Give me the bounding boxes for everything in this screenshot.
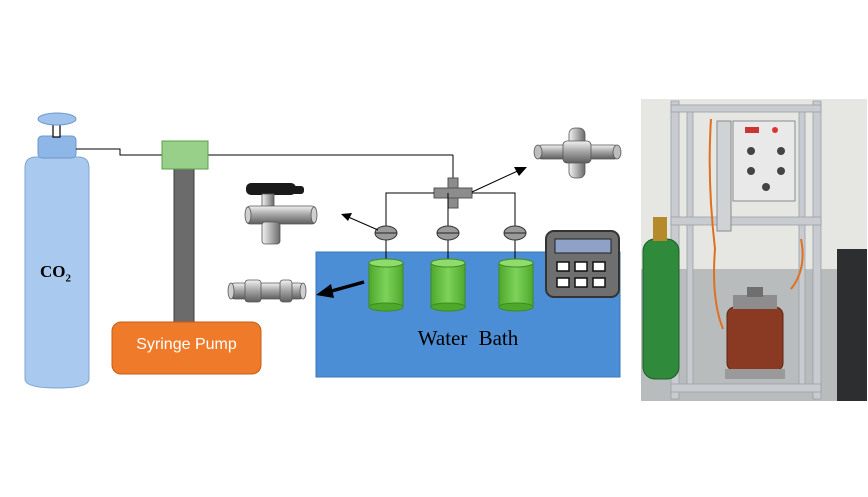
cylinder-body [24, 156, 90, 389]
reaction-vessels [368, 258, 534, 312]
arrow-to-check-valve [327, 280, 365, 294]
vessel-3 [498, 258, 534, 312]
apparatus-vessel [726, 306, 784, 372]
co2-label-main: CO [40, 262, 66, 281]
cylinder-valve-icon [37, 112, 77, 126]
syringe-pump [111, 140, 262, 375]
gas-line [76, 148, 454, 180]
apparatus-photo [641, 99, 867, 401]
arrow-to-cross-fitting [471, 168, 523, 193]
ball-valve-icon [244, 183, 318, 245]
pointer-arrows [316, 167, 527, 298]
co2-cylinder [24, 112, 90, 389]
apparatus-co2-cylinder [642, 238, 680, 380]
check-valve-icon [227, 279, 307, 303]
valve-3 [503, 225, 527, 241]
valve-2 [436, 225, 460, 241]
vessel-1 [368, 258, 404, 312]
syringe-pump-label: Syringe Pump [136, 336, 237, 353]
cross-fitting-icon [533, 127, 622, 179]
pump-column [173, 167, 195, 327]
water-bath-label: Water Bath [417, 326, 519, 350]
cylinder-neck [37, 135, 77, 159]
vessel-2 [430, 258, 466, 312]
valve-1 [374, 225, 398, 241]
arrow-to-ball-valve [345, 215, 379, 231]
manifold [385, 177, 516, 227]
temperature-controller-icon [545, 230, 620, 298]
co2-label-subscript: 2 [65, 272, 72, 285]
co2-label: CO2 [40, 262, 71, 284]
branch-valves [374, 225, 527, 241]
pump-head [161, 140, 209, 170]
cylinder-valve-stem [52, 123, 61, 138]
pump-base [111, 321, 262, 375]
